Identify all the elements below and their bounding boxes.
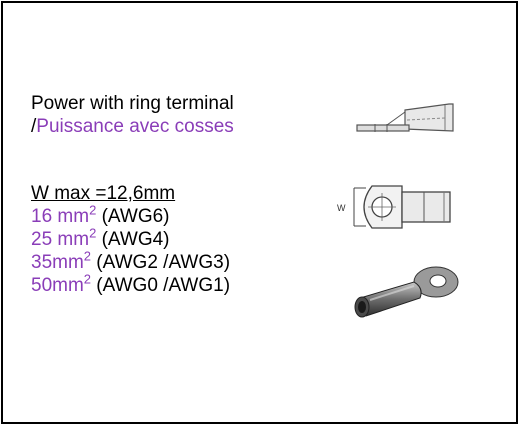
- heading-slash: /: [31, 116, 37, 137]
- wmax-label: W max =12,6mm: [31, 183, 176, 204]
- heading-line-2: /Puissance avec cosses: [31, 115, 234, 138]
- heading-line-1: Power with ring terminal: [31, 93, 234, 114]
- ring-terminal-top-view-icon: W: [337, 185, 451, 229]
- w-dimension-label: W: [337, 203, 346, 213]
- ring-terminal-side-view-icon: [345, 98, 465, 144]
- size-row-50: 50mm2 (AWG0 /AWG1): [31, 271, 231, 296]
- heading-french: Puissance avec cosses: [36, 116, 234, 137]
- size-row-25: 25 mm2 (AWG4): [31, 225, 170, 250]
- spec-text: Power with ring terminal /Puissance avec…: [31, 92, 234, 297]
- ring-terminal-photo-icon: [354, 266, 459, 318]
- size-row-35: 35mm2 (AWG2 /AWG3): [31, 248, 231, 273]
- size-row-16: 16 mm2 (AWG6): [31, 202, 170, 227]
